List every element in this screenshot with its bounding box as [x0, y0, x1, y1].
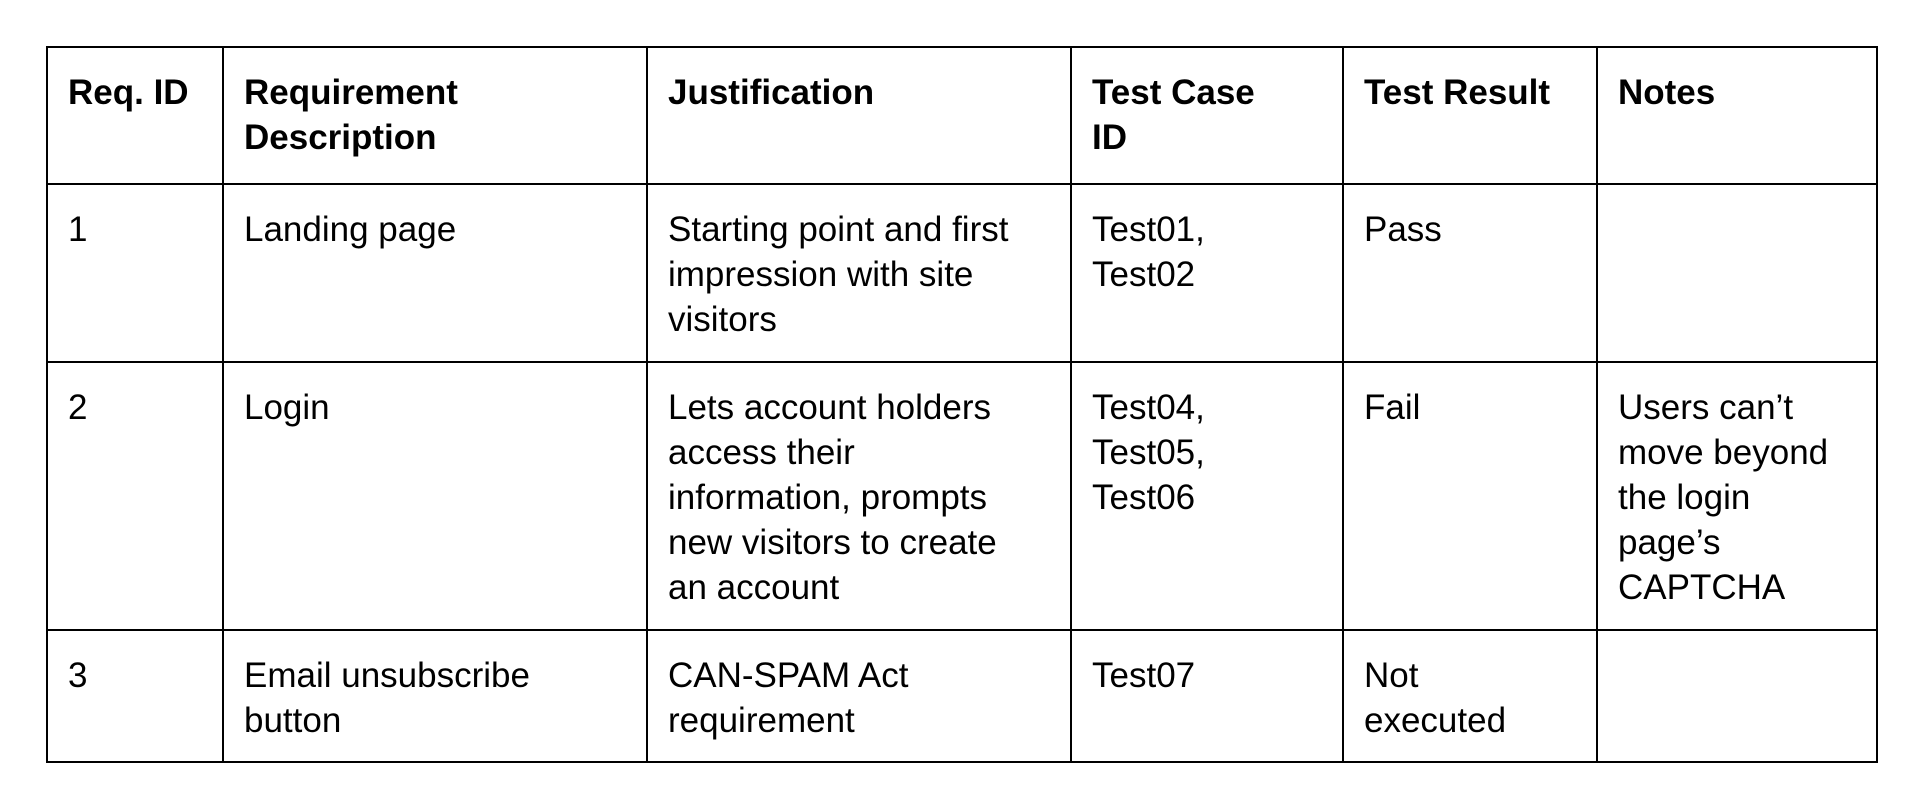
header-test-result: Test Result	[1342, 46, 1598, 185]
cell-test-case-id: Test07	[1070, 629, 1344, 763]
cell-test-result: Pass	[1342, 183, 1598, 363]
header-test-case-id: Test Case ID	[1070, 46, 1344, 185]
header-requirement-description: Requirement Description	[222, 46, 648, 185]
table-header-row: Req. ID Requirement Description Justific…	[46, 46, 1878, 185]
cell-requirement-description: Login	[222, 361, 648, 631]
table-row: 1 Landing page Starting point and first …	[46, 183, 1878, 363]
cell-req-id: 2	[46, 361, 224, 631]
cell-test-result: Fail	[1342, 361, 1598, 631]
cell-test-case-id: Test04, Test05, Test06	[1070, 361, 1344, 631]
requirements-traceability-table: Req. ID Requirement Description Justific…	[46, 46, 1878, 763]
header-req-id: Req. ID	[46, 46, 224, 185]
table-row: 2 Login Lets account holders access thei…	[46, 361, 1878, 631]
cell-justification: Starting point and first impression with…	[646, 183, 1072, 363]
cell-justification: CAN-SPAM Act requirement	[646, 629, 1072, 763]
cell-test-result: Not executed	[1342, 629, 1598, 763]
cell-req-id: 3	[46, 629, 224, 763]
header-justification: Justification	[646, 46, 1072, 185]
cell-requirement-description: Landing page	[222, 183, 648, 363]
table-row: 3 Email unsubscribe button CAN-SPAM Act …	[46, 629, 1878, 763]
requirements-traceability-table-container: Req. ID Requirement Description Justific…	[46, 46, 1878, 763]
cell-notes: Users can’t move beyond the login page’s…	[1596, 361, 1878, 631]
header-notes: Notes	[1596, 46, 1878, 185]
cell-requirement-description: Email unsubscribe button	[222, 629, 648, 763]
cell-notes	[1596, 629, 1878, 763]
cell-req-id: 1	[46, 183, 224, 363]
cell-justification: Lets account holders access their inform…	[646, 361, 1072, 631]
cell-notes	[1596, 183, 1878, 363]
cell-test-case-id: Test01, Test02	[1070, 183, 1344, 363]
